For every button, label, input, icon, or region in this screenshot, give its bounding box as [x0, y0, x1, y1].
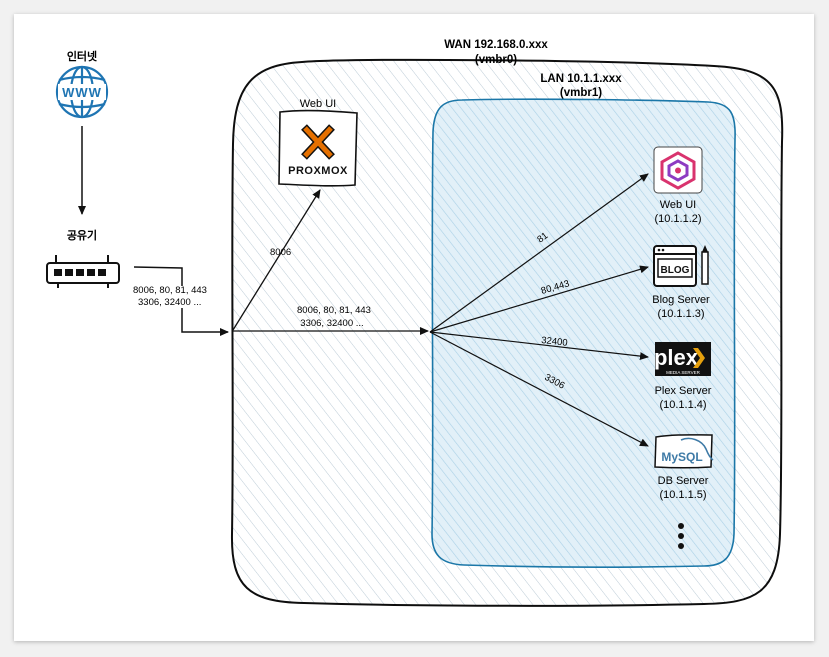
- plex-logo-subtext: MEDIA SERVER: [666, 370, 700, 375]
- server-blog-name: Blog Server: [652, 294, 710, 306]
- mysql-logo-icon: MySQL: [654, 434, 714, 469]
- edge-port-webui: 81: [535, 230, 550, 245]
- wan-subtitle: (vmbr0): [475, 54, 517, 66]
- blog-icon-text: BLOG: [661, 265, 690, 276]
- proxmox-logo-text: PROXMOX: [288, 165, 348, 177]
- lan-title: LAN 10.1.1.xxx: [540, 73, 622, 85]
- proxmox-x-icon: [301, 124, 335, 160]
- server-webui-name: Web UI: [660, 199, 696, 211]
- vertical-ellipsis-icon: [678, 523, 684, 549]
- router-icon: [46, 255, 120, 288]
- server-webui-ip: (10.1.1.2): [654, 213, 701, 225]
- server-plex-name: Plex Server: [655, 385, 712, 397]
- internet-node: 인터넷 WWW: [55, 49, 109, 119]
- server-db-name: DB Server: [658, 475, 709, 487]
- server-db: MySQL DB Server (10.1.1.5): [654, 434, 714, 501]
- edge-to-plex: [429, 331, 649, 361]
- server-plex-ip: (10.1.1.4): [659, 399, 706, 411]
- router-to-wan-edge: [133, 266, 228, 332]
- router-ports-line2: 3306, 32400 ...: [138, 297, 201, 308]
- router-node: 공유기: [46, 228, 120, 288]
- internet-label: 인터넷: [67, 49, 97, 63]
- server-blog: BLOG Blog Server (10.1.1.3): [652, 245, 710, 320]
- globe-www-text: WWW: [62, 85, 102, 100]
- edge-to-blog: [429, 265, 649, 333]
- server-blog-ip: (10.1.1.3): [657, 308, 704, 320]
- edge-to-webui: [429, 173, 649, 333]
- server-webui: Web UI (10.1.1.2): [653, 146, 703, 225]
- edge-to-db: [429, 331, 649, 447]
- bridge-ports-line2: 3306, 32400 ...: [300, 318, 363, 329]
- lan-subtitle: (vmbr1): [560, 87, 602, 99]
- lan-fanout-edges: [429, 173, 649, 447]
- proxmox-frame: [278, 109, 358, 187]
- plex-logo-icon: plex MEDIA SERVER: [654, 342, 711, 376]
- bridge-ports-line1: 8006, 80, 81, 443: [297, 305, 371, 316]
- router-label: 공유기: [67, 228, 97, 242]
- diagram-canvas: WAN 192.168.0.xxx (vmbr0) LAN 10.1.1.xxx…: [14, 14, 814, 641]
- blog-icon: BLOG: [653, 245, 709, 287]
- mysql-logo-text: MySQL: [661, 450, 702, 464]
- proxmox-port-label: 8006: [270, 247, 291, 258]
- proxmox-label: Web UI: [300, 98, 336, 110]
- router-ports-line1: 8006, 80, 81, 443: [133, 285, 207, 296]
- wan-title: WAN 192.168.0.xxx: [444, 39, 548, 51]
- network-diagram: WAN 192.168.0.xxx (vmbr0) LAN 10.1.1.xxx…: [46, 39, 784, 607]
- plex-logo-text: plex: [654, 345, 699, 370]
- edge-port-plex: 32400: [541, 335, 568, 349]
- server-db-ip: (10.1.1.5): [659, 489, 706, 501]
- wan-to-proxmox-edge: [232, 189, 321, 331]
- proxmox-node: Web UI PROXMOX: [278, 98, 358, 187]
- server-plex: plex MEDIA SERVER Plex Server (10.1.1.4): [654, 342, 712, 411]
